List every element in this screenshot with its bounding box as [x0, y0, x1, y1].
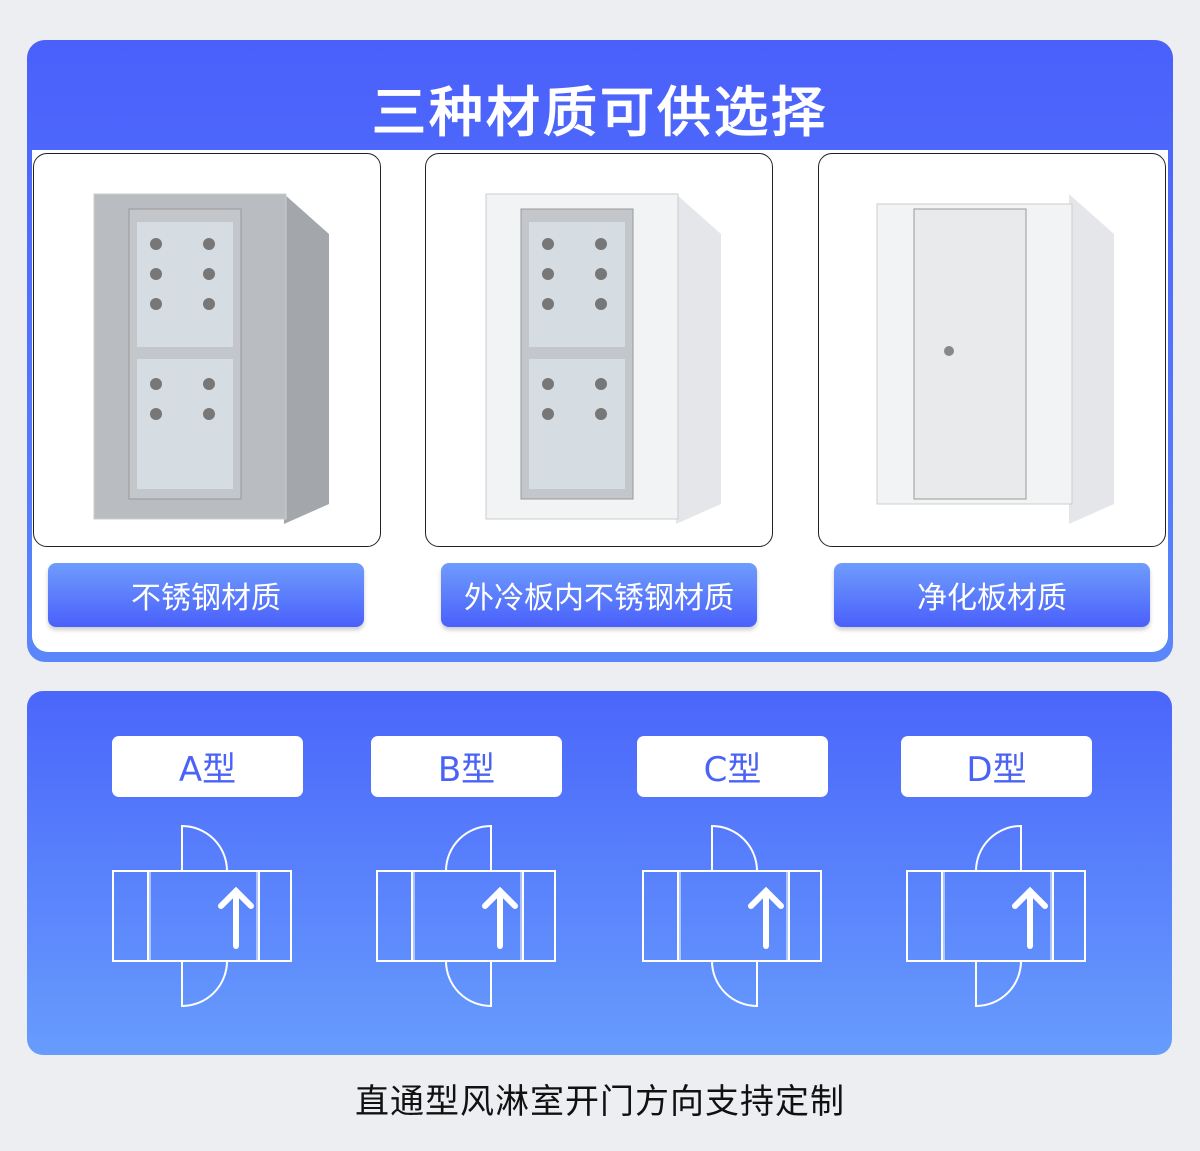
page-title: 三种材质可供选择 — [372, 81, 828, 144]
door-diagram — [642, 824, 822, 1008]
arrow-up-icon — [1012, 886, 1048, 949]
footer-caption: 直通型风淋室开门方向支持定制 — [355, 1082, 845, 1122]
type-label-d: D型 — [901, 736, 1092, 797]
door-diagram — [906, 824, 1086, 1008]
type-label-a: A型 — [112, 736, 303, 797]
product-image-2 — [425, 153, 773, 547]
material-label-1: 不锈钢材质 — [48, 563, 364, 627]
door-types-panel: A型 B型 C型 D型 — [27, 691, 1172, 1055]
product-image-3 — [818, 153, 1166, 547]
arrow-up-icon — [482, 886, 518, 949]
type-label-c: C型 — [637, 736, 828, 797]
material-label-3: 净化板材质 — [834, 563, 1150, 627]
product-image-1 — [33, 153, 381, 547]
door-swing-icon — [975, 824, 1022, 872]
door-diagram — [112, 824, 292, 1008]
type-label-b: B型 — [371, 736, 562, 797]
door-diagram — [376, 824, 556, 1008]
material-label-2: 外冷板内不锈钢材质 — [441, 563, 757, 627]
air-shower-illustration — [485, 193, 721, 524]
air-shower-illustration — [876, 194, 1114, 524]
air-shower-illustration — [93, 193, 329, 524]
door-swing-icon — [711, 824, 758, 872]
door-swing-icon — [181, 824, 228, 872]
door-swing-icon — [711, 960, 758, 1008]
door-swing-icon — [181, 960, 228, 1008]
arrow-up-icon — [748, 886, 784, 949]
door-swing-icon — [445, 960, 492, 1008]
door-swing-icon — [975, 960, 1022, 1008]
door-swing-icon — [445, 824, 492, 872]
arrow-up-icon — [218, 886, 254, 949]
